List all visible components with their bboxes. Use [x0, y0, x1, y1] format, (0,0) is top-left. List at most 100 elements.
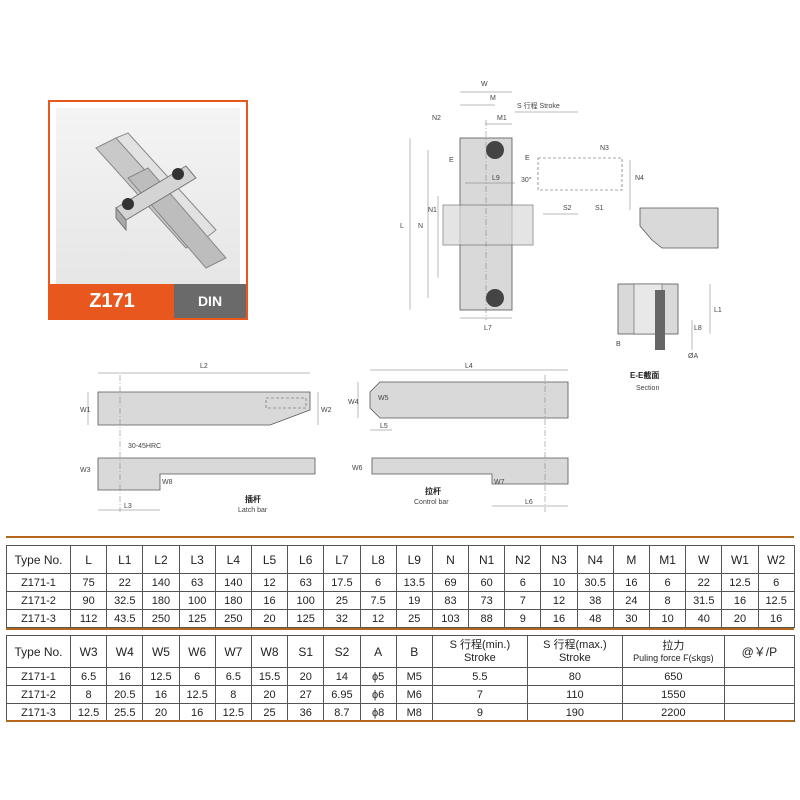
- table-cell: 22: [685, 573, 723, 592]
- table-cell: 14: [323, 667, 361, 686]
- table-cell: 7.5: [359, 591, 397, 610]
- t2-header: W4: [106, 635, 144, 668]
- stroke-min-cn: S 行程(min.): [449, 638, 511, 651]
- label-L: L: [400, 223, 404, 230]
- table-cell: 20: [142, 703, 180, 722]
- t2-header-stroke-min: S 行程(min.) Stroke: [431, 635, 528, 668]
- table-cell: 16: [757, 609, 795, 628]
- table-cell: 40: [685, 609, 723, 628]
- table-cell: M8: [395, 703, 433, 722]
- table-cell: 25: [395, 609, 433, 628]
- t2-header: W3: [69, 635, 108, 668]
- table-rule-bottom: [6, 720, 794, 722]
- table-cell: 19: [395, 591, 433, 610]
- table-cell: 22: [106, 573, 144, 592]
- table-cell: 16: [721, 591, 759, 610]
- label-E2: E: [525, 155, 530, 162]
- table-cell: ϕ6: [359, 685, 397, 704]
- table-cell: 60: [468, 573, 506, 592]
- table-cell: M5: [395, 667, 433, 686]
- t1-header: N1: [468, 545, 506, 574]
- label-L4: L4: [465, 363, 473, 370]
- t1-header: L9: [395, 545, 433, 574]
- table-cell: 16: [540, 609, 578, 628]
- t1-header: M1: [648, 545, 687, 574]
- table-cell: 180: [142, 591, 180, 610]
- table-cell: 20: [250, 685, 289, 704]
- table-cell: 10: [540, 573, 578, 592]
- t2-header: S1: [287, 635, 325, 668]
- table-cell: 6: [178, 667, 216, 686]
- table-cell: 650: [621, 667, 725, 686]
- t2-header: W6: [178, 635, 216, 668]
- table-cell: 6.5: [69, 667, 108, 686]
- product-photo: [56, 108, 240, 286]
- control-bar-en: Control bar: [414, 499, 449, 506]
- stroke-max-en: Stroke: [558, 651, 591, 664]
- assembly-front-view: W M M1 S 行程 Stroke N2 N3 N4 E E L9 30° L…: [400, 81, 644, 332]
- table-cell: 88: [468, 609, 506, 628]
- table-cell: 12.5: [178, 685, 216, 704]
- table-cell: 10: [648, 609, 687, 628]
- table-cell: 250: [142, 609, 180, 628]
- table-cell: 24: [612, 591, 651, 610]
- table-cell: 69: [431, 573, 470, 592]
- table-cell: 12.5: [214, 703, 252, 722]
- table-cell: 12: [540, 591, 578, 610]
- label-stroke: S 行程 Stroke: [517, 101, 560, 110]
- table-cell: Z171-2: [6, 591, 71, 610]
- t1-header: N3: [540, 545, 578, 574]
- label-L8: L8: [694, 325, 702, 332]
- t1-header: L4: [214, 545, 252, 574]
- table-cell: 110: [526, 685, 623, 704]
- table-cell: 16: [106, 667, 144, 686]
- table-cell: 6.5: [214, 667, 252, 686]
- t2-header: B: [395, 635, 433, 668]
- table-cell: 8: [69, 685, 108, 704]
- table-cell: 6.95: [323, 685, 361, 704]
- table-cell: 8.7: [323, 703, 361, 722]
- table-cell: 8: [214, 685, 252, 704]
- t1-header: L2: [142, 545, 180, 574]
- table-cell: 25.5: [106, 703, 144, 722]
- table-cell: 13.5: [395, 573, 433, 592]
- table-cell: 125: [178, 609, 216, 628]
- table-cell: 16: [612, 573, 651, 592]
- label-L1: L1: [714, 307, 722, 314]
- table-cell: 2200: [621, 703, 725, 722]
- latch-bar-cn: 插杆: [245, 494, 261, 504]
- table-cell: 12.5: [69, 703, 108, 722]
- table-cell: 73: [468, 591, 506, 610]
- table-cell: 5.5: [431, 667, 528, 686]
- label-E1: E: [449, 157, 454, 164]
- table-cell: 27: [287, 685, 325, 704]
- label-L5: L5: [380, 423, 388, 430]
- table-cell: 180: [214, 591, 252, 610]
- table-cell: 12.5: [757, 591, 795, 610]
- table-cell: 103: [431, 609, 470, 628]
- table-cell: Z171-2: [6, 685, 71, 704]
- label-W4: W4: [348, 399, 359, 406]
- t1-header: W: [685, 545, 723, 574]
- label-W7: W7: [494, 479, 505, 486]
- table-cell: 32.5: [106, 591, 144, 610]
- product-image: [95, 132, 227, 269]
- latch-tip-detail: [639, 207, 719, 249]
- t1-header: Type No.: [6, 545, 71, 574]
- table-cell: Z171-1: [6, 667, 71, 686]
- label-L6: L6: [525, 499, 533, 506]
- label-M: M: [490, 95, 496, 102]
- table-cell: M6: [395, 685, 433, 704]
- label-hrc: 30-45HRC: [128, 443, 161, 450]
- table-cell: 125: [287, 609, 325, 628]
- table-cell: 80: [526, 667, 623, 686]
- table-cell: 140: [214, 573, 252, 592]
- table-cell: 38: [576, 591, 614, 610]
- label-N: N: [418, 223, 423, 230]
- t2-header: A: [359, 635, 397, 668]
